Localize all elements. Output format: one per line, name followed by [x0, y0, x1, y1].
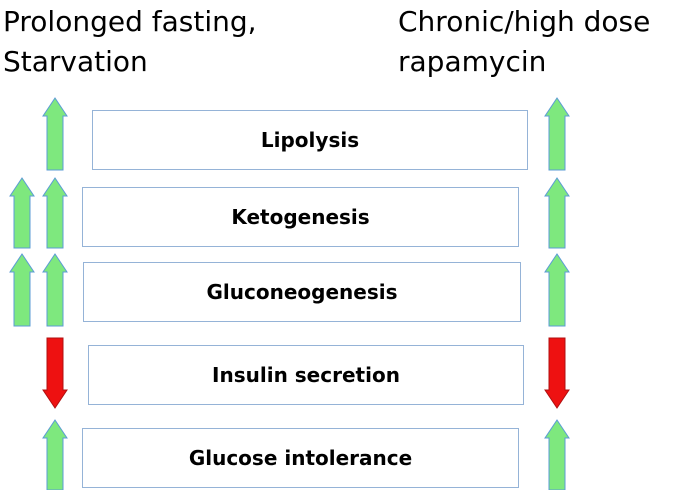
rapamycin-arrow-down-icon-insulin-secretion — [544, 337, 570, 409]
rapamycin-arrow-up-icon-ketogenesis — [544, 177, 570, 249]
process-label-glucose-intolerance: Glucose intolerance — [188, 446, 413, 470]
process-box-lipolysis: Lipolysis — [92, 110, 528, 170]
fasting-arrow-down-icon-insulin-secretion — [42, 337, 68, 409]
fasting-arrow-up-icon-ketogenesis-2 — [42, 177, 68, 249]
process-label-ketogenesis: Ketogenesis — [231, 205, 370, 229]
process-label-gluconeogenesis: Gluconeogenesis — [206, 280, 398, 304]
fasting-arrow-up-icon-lipolysis — [42, 97, 68, 171]
process-box-gluconeogenesis: Gluconeogenesis — [83, 262, 521, 322]
process-box-insulin-secretion: Insulin secretion — [88, 345, 524, 405]
process-box-glucose-intolerance: Glucose intolerance — [82, 428, 519, 488]
rapamycin-arrow-up-icon-lipolysis — [544, 97, 570, 171]
header-rapamycin-line2: rapamycin — [398, 45, 547, 78]
process-label-insulin-secretion: Insulin secretion — [212, 363, 400, 387]
fasting-arrow-up-icon-gluconeogenesis-1 — [9, 253, 35, 327]
header-rapamycin: Chronic/high dose rapamycin — [398, 2, 650, 82]
header-rapamycin-line1: Chronic/high dose — [398, 5, 651, 38]
fasting-arrow-up-icon-glucose-intolerance — [42, 419, 68, 490]
fasting-arrow-up-icon-ketogenesis-1 — [9, 177, 35, 249]
process-box-ketogenesis: Ketogenesis — [82, 187, 519, 247]
rapamycin-arrow-up-icon-glucose-intolerance — [544, 419, 570, 490]
fasting-arrow-up-icon-gluconeogenesis-2 — [42, 253, 68, 327]
header-fasting-line1: Prolonged fasting, — [3, 5, 257, 38]
process-label-lipolysis: Lipolysis — [260, 128, 360, 152]
header-fasting: Prolonged fasting, Starvation — [3, 2, 257, 82]
rapamycin-arrow-up-icon-gluconeogenesis — [544, 253, 570, 327]
header-fasting-line2: Starvation — [3, 45, 148, 78]
